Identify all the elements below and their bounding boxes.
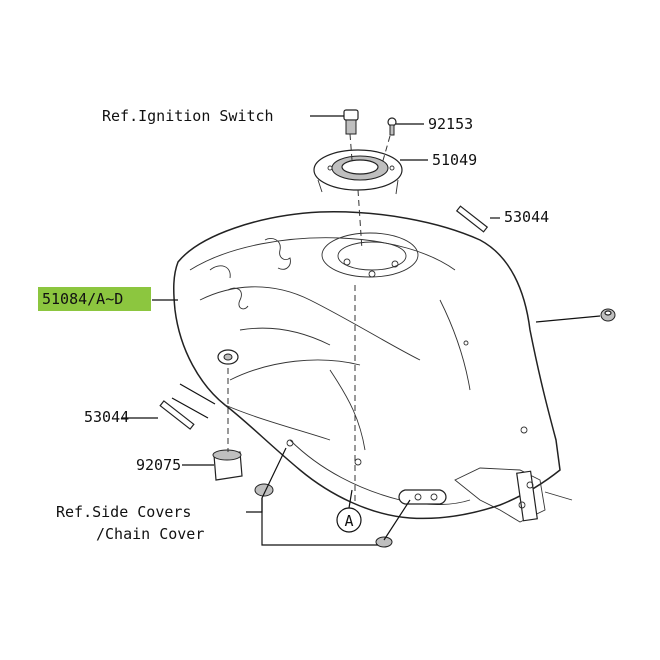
label-53044-left: 53044: [84, 408, 129, 426]
grommet-right: [600, 308, 616, 322]
marker-a: A: [336, 489, 362, 533]
pin-53044-top: [455, 205, 489, 233]
grommet-upper: [217, 349, 239, 365]
side-cover-grommets: [254, 483, 447, 548]
ignition-switch-bolt: [343, 109, 359, 135]
label-side-covers-1: Ref.Side Covers: [56, 503, 191, 521]
label-51084: 51084/A~D: [42, 290, 123, 308]
damper-92075: [212, 449, 243, 481]
label-side-covers-2: /Chain Cover: [96, 525, 204, 543]
pin-53044-left: [159, 400, 195, 430]
fuel-tank: [173, 211, 573, 523]
highlight-box: [38, 287, 151, 311]
leader-lines: [122, 115, 601, 546]
assembly-guides: [227, 133, 391, 505]
filler-cap-51049: [313, 149, 403, 195]
label-92153: 92153: [428, 115, 473, 133]
label-51049: 51049: [432, 151, 477, 169]
bolt-92153: [387, 117, 397, 136]
label-53044-top: 53044: [504, 208, 549, 226]
label-ignition-switch: Ref.Ignition Switch: [102, 107, 274, 125]
marker-a-label: A: [344, 512, 353, 530]
label-92075: 92075: [136, 456, 181, 474]
